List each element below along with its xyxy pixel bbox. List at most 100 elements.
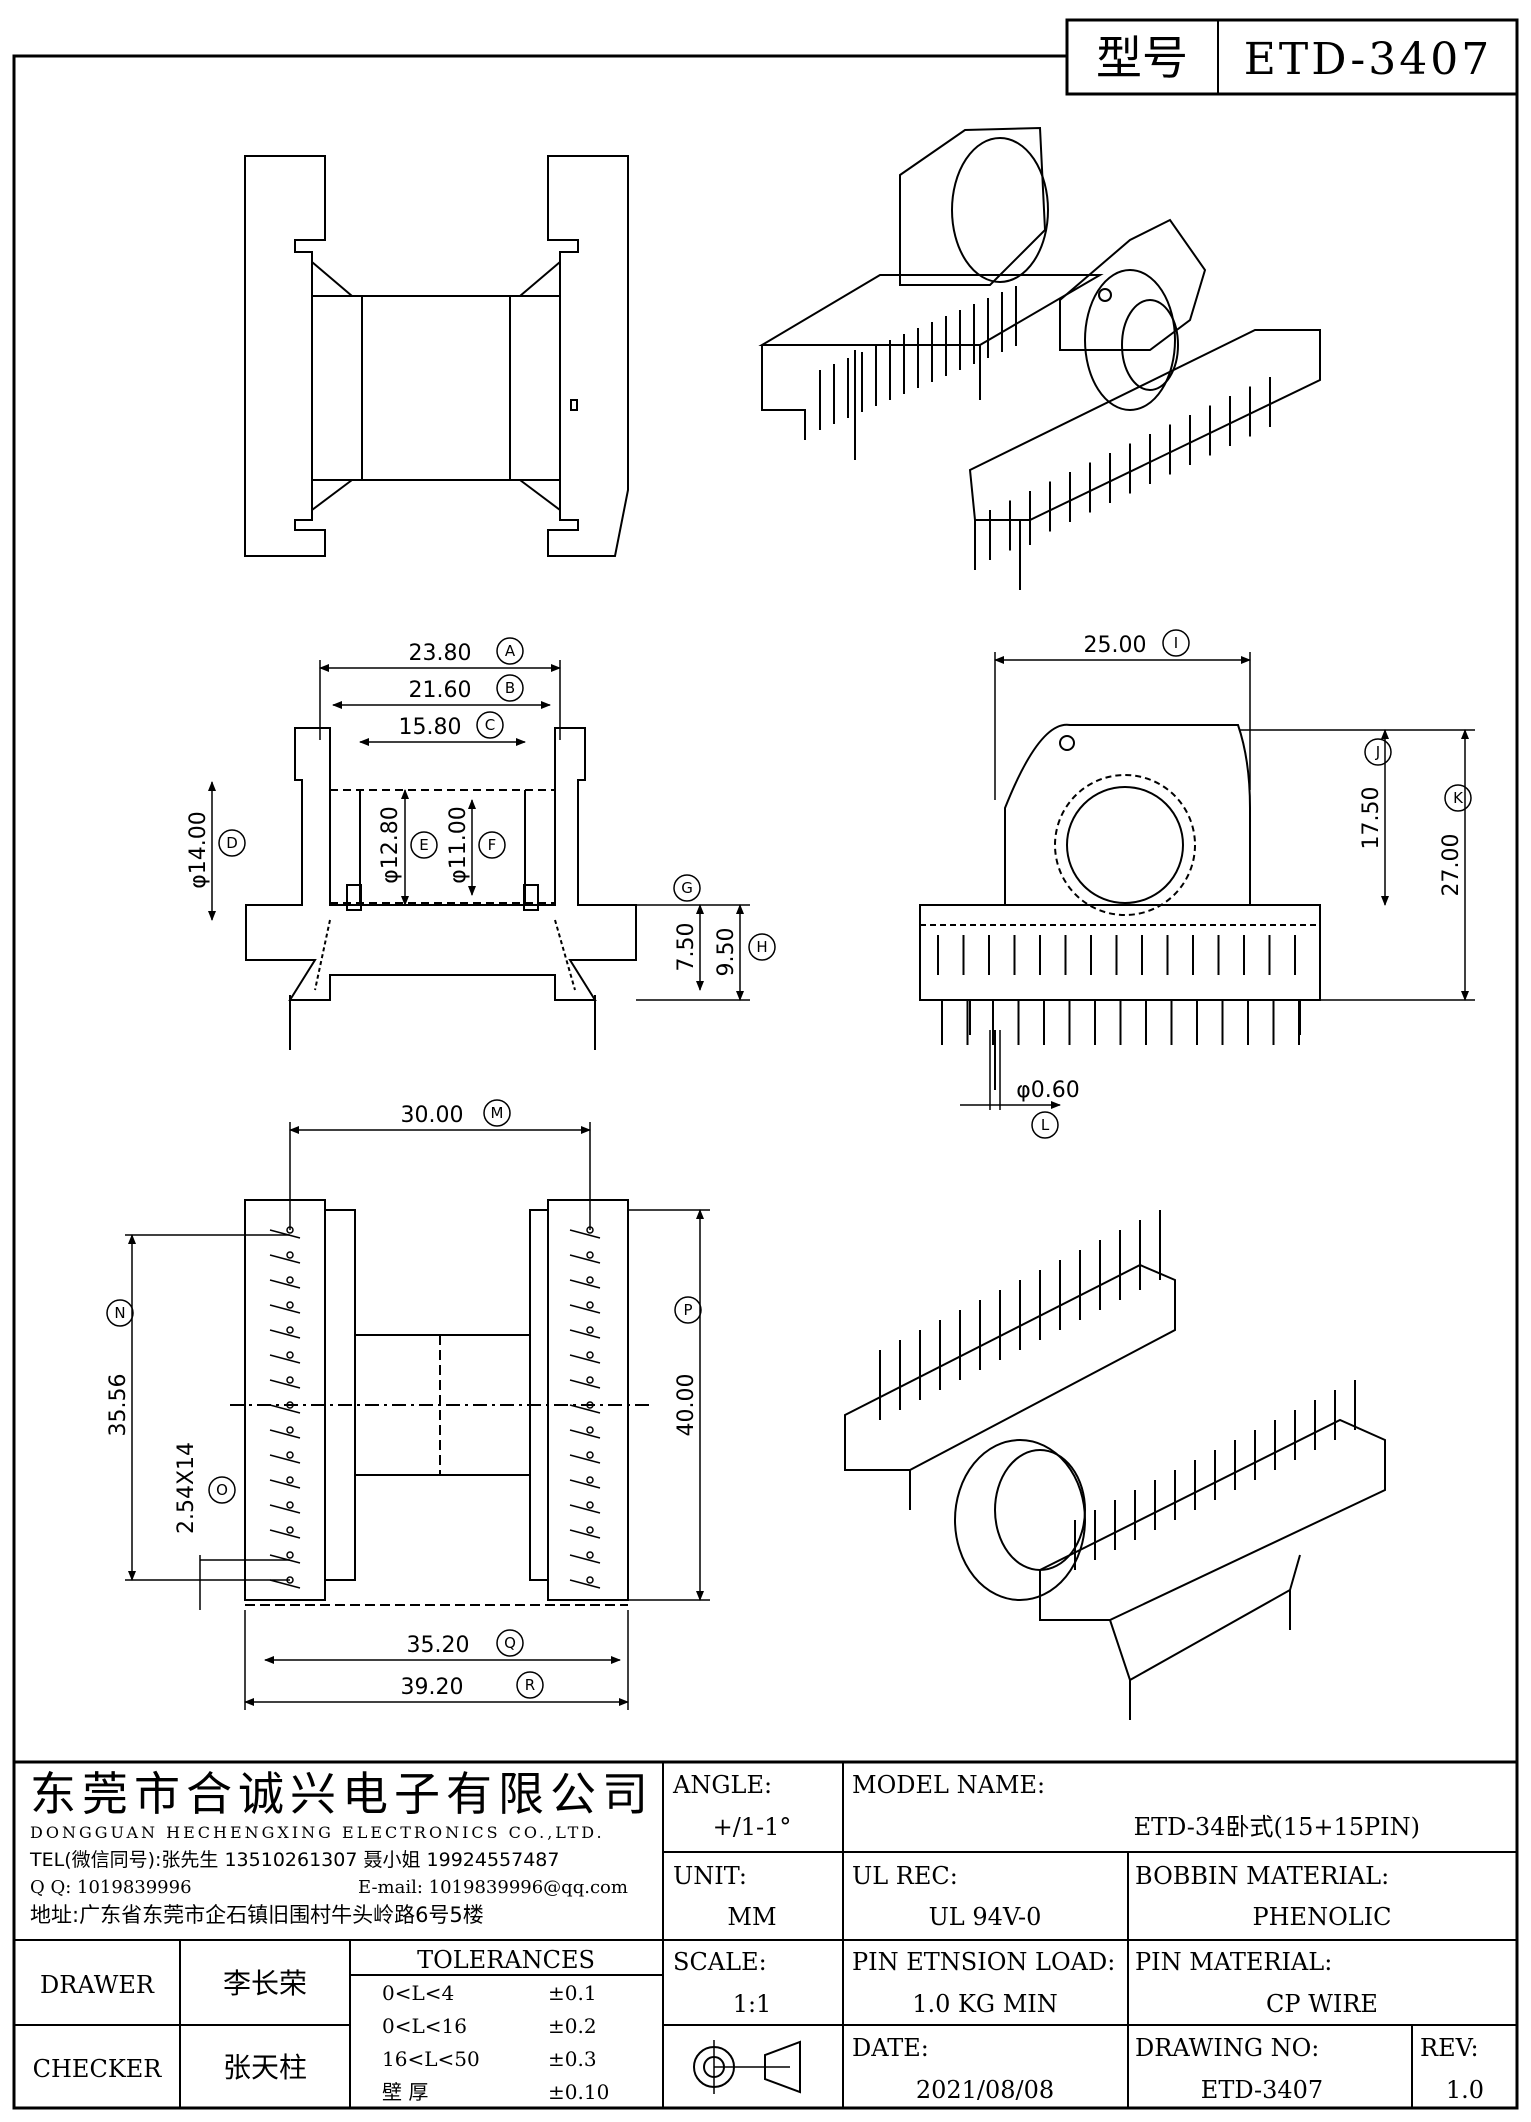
pin-pad	[569, 1529, 601, 1539]
pin-hole	[286, 1451, 294, 1459]
dim-k-value: 27.00	[1439, 834, 1464, 897]
date-label: DATE:	[852, 2034, 929, 2062]
callout-circle	[496, 1629, 524, 1657]
callout-letter: D	[226, 834, 238, 852]
callout-letter: N	[114, 1304, 125, 1322]
pin-pad	[569, 1504, 601, 1514]
dim-n-value: 35.56	[106, 1374, 131, 1437]
company-tel: TEL(微信同号):张先生 13510261307 聂小姐 1992455748…	[29, 1849, 560, 1871]
isometric-bottom-pins	[879, 1210, 1356, 1570]
pin-load-value: 1.0 KG MIN	[912, 1990, 1058, 2018]
tolerance-range-4: 壁 厚	[382, 2080, 428, 2104]
pin-pad	[569, 1454, 601, 1464]
dim-d-value: φ14.00	[186, 811, 211, 889]
pin-hole	[286, 1301, 294, 1309]
top-view	[244, 155, 629, 557]
tolerance-range-1: 0<L<4	[382, 1981, 454, 2005]
drawer-value: 李长荣	[223, 1967, 307, 2000]
rev-value: 1.0	[1446, 2076, 1484, 2104]
company-name-en: DONGGUAN HECHENGXING ELECTRONICS CO.,LTD…	[30, 1823, 605, 1842]
pin-pad	[269, 1554, 301, 1564]
dim-f-value: φ11.00	[446, 806, 471, 884]
pin-hole	[586, 1501, 594, 1509]
pin-hole	[586, 1376, 594, 1384]
callout-letter: M	[491, 1104, 504, 1122]
pin-pad	[269, 1429, 301, 1439]
pin-hole	[286, 1401, 294, 1409]
scale-label: SCALE:	[673, 1948, 767, 1976]
callout-letter: L	[1041, 1116, 1050, 1134]
drawer-label: DRAWER	[40, 1971, 155, 1999]
pin-pad	[269, 1504, 301, 1514]
pin-pad	[569, 1304, 601, 1314]
pin-pad	[269, 1479, 301, 1489]
pin-pad	[569, 1279, 601, 1289]
callout-circle	[478, 831, 506, 859]
company-name-cn: 东莞市合诚兴电子有限公司	[30, 1767, 654, 1821]
tolerance-value-1: ±0.1	[548, 1981, 597, 2005]
unit-value: MM	[727, 1903, 776, 1931]
model-name-label: MODEL NAME:	[852, 1771, 1045, 1799]
pin-hole	[586, 1276, 594, 1284]
pin-pad	[269, 1529, 301, 1539]
model-header-box: 型号 ETD-3407	[1065, 18, 1519, 96]
date-value: 2021/08/08	[916, 2076, 1054, 2104]
dim-e-value: φ12.80	[378, 806, 403, 884]
pin-material-value: CP WIRE	[1266, 1990, 1378, 2018]
pin-pad	[269, 1329, 301, 1339]
pin-hole	[286, 1251, 294, 1259]
pin-hole	[586, 1251, 594, 1259]
angle-value: +/1-1°	[713, 1813, 792, 1841]
callout-circle	[1444, 784, 1472, 812]
tolerance-value-4: ±0.10	[548, 2080, 609, 2104]
dim-l-value: φ0.60	[1016, 1078, 1080, 1103]
isometric-view-bottom	[844, 1263, 1386, 1720]
pin-hole	[286, 1276, 294, 1284]
pin-pad	[569, 1229, 601, 1239]
pin-pad	[569, 1329, 601, 1339]
bottom-view	[230, 1199, 650, 1606]
callout-letter: K	[1453, 789, 1464, 807]
tolerance-range-2: 0<L<16	[382, 2014, 467, 2038]
pin-pad	[569, 1554, 601, 1564]
rev-label: REV:	[1420, 2034, 1479, 2062]
dim-j-value: 17.50	[1359, 787, 1384, 850]
title-block	[14, 1760, 1517, 2108]
isometric-view-top	[758, 126, 1321, 590]
pin-pad	[269, 1354, 301, 1364]
callout-circle	[1364, 738, 1392, 766]
pin-material-label: PIN MATERIAL:	[1135, 1948, 1332, 1976]
pin-hole	[286, 1526, 294, 1534]
callout-letter: Q	[504, 1634, 516, 1652]
dimension-labels: 23.80 21.60 15.80 φ14.00 φ12.80 φ11.00 7…	[106, 633, 1464, 1700]
pin-pad	[269, 1379, 301, 1389]
checker-label: CHECKER	[33, 2055, 163, 2083]
dim-i-value: 25.00	[1084, 633, 1147, 658]
callout-letter: C	[485, 716, 495, 734]
angle-label: ANGLE:	[672, 1771, 772, 1799]
pin-hole	[586, 1301, 594, 1309]
tolerance-table: 0<L<4 ±0.1 0<L<16 ±0.2 16<L<50 ±0.3 壁 厚 …	[382, 1981, 609, 2104]
callout-circle	[673, 874, 701, 902]
tolerance-range-3: 16<L<50	[382, 2047, 480, 2071]
pin-pad	[269, 1304, 301, 1314]
pin-pad	[269, 1254, 301, 1264]
pin-pad	[269, 1279, 301, 1289]
callout-letter: H	[756, 938, 767, 956]
callout-letter: R	[525, 1676, 535, 1694]
pin-hole	[586, 1551, 594, 1559]
dimension-lines	[125, 652, 1475, 1710]
pin-hole	[286, 1551, 294, 1559]
callout-circle	[208, 1476, 236, 1504]
tolerance-value-3: ±0.3	[548, 2047, 597, 2071]
callout-circle	[410, 831, 438, 859]
pin-pad	[269, 1229, 301, 1239]
pin-pad	[569, 1254, 601, 1264]
pin-hole	[586, 1401, 594, 1409]
callout-circle	[483, 1099, 511, 1127]
isometric-top-pins	[819, 286, 1271, 560]
pin-hole	[286, 1501, 294, 1509]
callout-circle	[1162, 629, 1190, 657]
dim-b-value: 21.60	[409, 678, 472, 703]
